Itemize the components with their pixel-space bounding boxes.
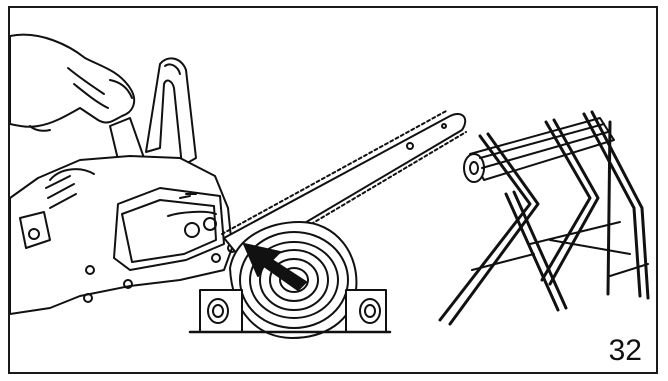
figure-number: 32 xyxy=(609,336,642,366)
sawhorse-icon xyxy=(440,112,648,324)
gloved-hand-icon xyxy=(10,35,134,131)
illustration-frame: 32 xyxy=(8,6,658,374)
chainsaw-cutting-illustration xyxy=(10,8,656,372)
